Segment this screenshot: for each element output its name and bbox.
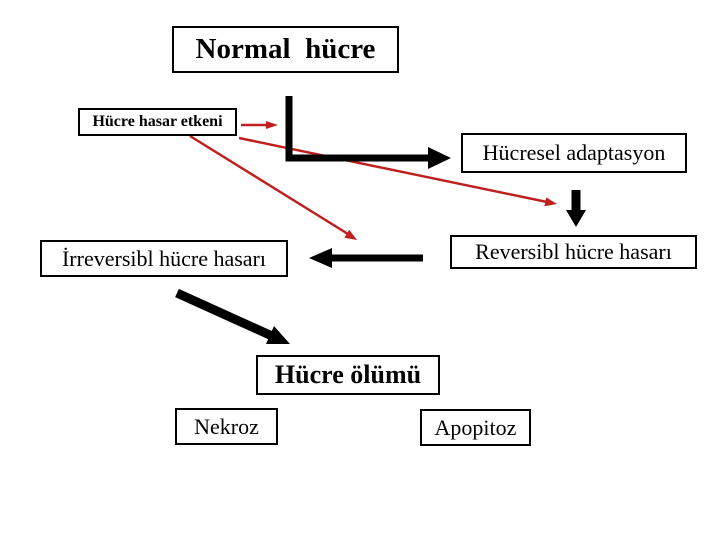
node-necrosis: Nekroz xyxy=(175,408,278,445)
red-arrow-agent-to-normal-flow xyxy=(241,121,278,129)
node-damage-agent: Hücre hasar etkeni xyxy=(78,108,237,136)
node-cellular-adaptation: Hücresel adaptasyon xyxy=(461,133,687,173)
red-arrow-agent-to-irreversible xyxy=(189,134,357,240)
black-elbow-arrow-normal-to-adaptation xyxy=(285,96,451,169)
node-cell-death: Hücre ölümü xyxy=(256,355,440,395)
node-irreversible-damage: İrreversibl hücre hasarı xyxy=(40,240,288,277)
node-normal-cell: Normal hücre xyxy=(172,26,399,73)
black-arrow-irreversible-to-death xyxy=(175,288,290,344)
node-reversible-damage: Reversibl hücre hasarı xyxy=(450,235,697,269)
black-arrow-reversible-to-irreversible xyxy=(309,248,423,268)
node-apoptosis: Apopitoz xyxy=(420,409,531,446)
black-arrow-adaptation-to-reversible xyxy=(566,190,586,227)
